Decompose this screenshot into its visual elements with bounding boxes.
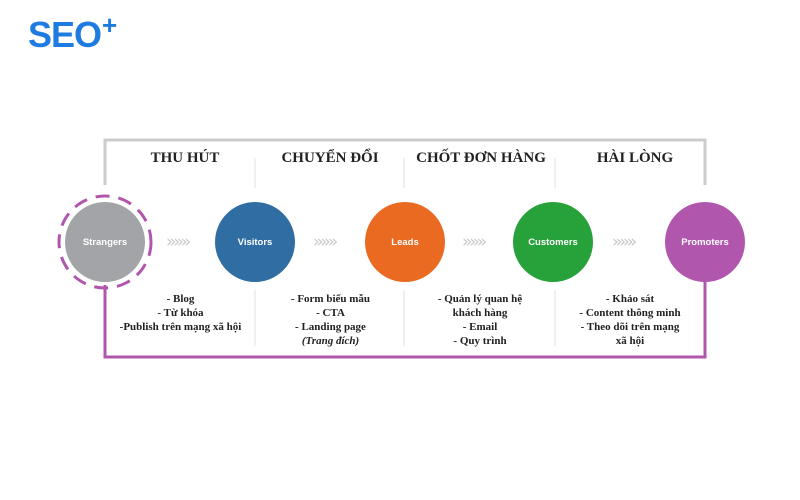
desc-line: - Blog [166,293,195,305]
chevron-arrows-icon: »»» [612,232,637,252]
stage-heading-close: CHỐT ĐƠN HÀNG [416,150,546,166]
desc-line: (Trang đích) [301,335,360,347]
desc-line: - Form biểu mẫu [290,293,371,305]
logo-text: SEO [28,14,102,55]
desc-line: - Từ khóa [157,307,204,319]
node-leads: Leads [365,202,445,282]
desc-line: - Landing page [295,321,366,333]
node-label: Strangers [82,236,128,248]
desc-line: khách hàng [452,307,508,319]
chevron-arrows-icon: »»» [313,232,338,252]
desc-attract: - Blog - Từ khóa -Publish trên mạng xã h… [108,292,253,334]
desc-line: -Publish trên mạng xã hội [119,321,242,333]
desc-line: - Theo dõi trên mạng [580,321,680,333]
chevron-arrows-icon: »»» [166,232,191,252]
desc-line: - Khảo sát [605,293,655,305]
desc-line: - CTA [316,307,345,319]
bottom-bracket [103,280,707,359]
node-promoters: Promoters [665,202,745,282]
stage-heading-convert: CHUYỂN ĐỔI [281,150,379,166]
chevron-arrows-icon: »»» [462,232,487,252]
node-label: Visitors [237,236,273,248]
node-label: Leads [391,236,419,248]
desc-close: - Quản lý quan hệ khách hàng - Email - Q… [407,292,553,348]
logo-plus-mark: + [102,10,117,40]
stage-heading-delight: HÀI LÒNG [596,150,674,166]
desc-line: - Content thông minh [579,307,681,319]
node-label: Customers [528,236,578,248]
top-bracket [103,138,707,185]
desc-line: - Quản lý quan hệ [437,293,523,305]
desc-line: - Quy trình [453,335,507,347]
desc-line: xã hội [615,335,645,347]
desc-line: - Email [462,321,498,333]
node-visitors: Visitors [215,202,295,282]
strangers-dashed-ring [57,194,153,290]
desc-delight: - Khảo sát - Content thông minh - Theo d… [557,292,703,348]
desc-convert: - Form biểu mẫu - CTA - Landing page (Tr… [258,292,403,348]
node-customers: Customers [513,202,593,282]
node-label: Promoters [681,236,729,248]
seo-plus-logo: SEO+ [28,10,117,56]
node-strangers: Strangers [65,202,145,282]
stage-heading-attract: THU HÚT [150,150,220,166]
